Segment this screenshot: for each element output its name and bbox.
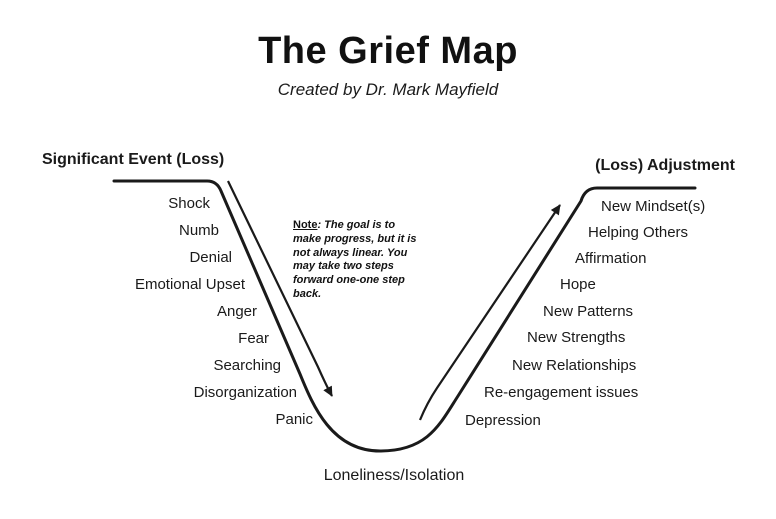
ascent-label-new-mindsets: New Mindset(s) [601, 198, 706, 215]
descent-label-disorganization: Disorganization [193, 384, 297, 401]
bottom-label-loneliness-isolation: Loneliness/Isolation [323, 467, 465, 484]
note-text: : The goal is to make progress, but it i… [293, 219, 417, 300]
ascent-label-new-relationships: New Relationships [512, 357, 637, 374]
header: The Grief Map Created by Dr. Mark Mayfie… [0, 0, 776, 100]
note-label: Note [293, 219, 318, 231]
note-block: Note: The goal is to make progress, but … [293, 219, 423, 302]
descent-label-shock: Shock [168, 195, 210, 212]
descent-label-searching: Searching [213, 357, 281, 374]
loss-adjustment-heading: (Loss) Adjustment [595, 157, 735, 174]
page-title: The Grief Map [258, 30, 518, 72]
grief-curve-line [112, 179, 697, 453]
descent-label-denial: Denial [189, 249, 232, 266]
descent-label-anger: Anger [216, 303, 257, 320]
descent-label-emotional-upset: Emotional Upset [134, 276, 245, 293]
ascent-label-affirmation: Affirmation [575, 250, 647, 267]
ascent-label-new-patterns: New Patterns [543, 303, 634, 320]
ascent-arrow [418, 204, 561, 421]
page-subtitle: Created by Dr. Mark Mayfield [277, 80, 499, 99]
significant-event-heading: Significant Event (Loss) [42, 151, 225, 168]
ascent-label-helping-others: Helping Others [588, 224, 689, 241]
ascent-label-re-engagement-issues: Re-engagement issues [484, 384, 639, 401]
descent-arrow [227, 180, 333, 397]
descent-label-numb: Numb [178, 222, 219, 239]
ascent-label-depression: Depression [465, 412, 541, 429]
ascent-label-hope: Hope [560, 276, 596, 293]
descent-label-panic: Panic [275, 411, 313, 428]
ascent-label-new-strengths: New Strengths [527, 329, 626, 346]
descent-label-fear: Fear [238, 330, 269, 347]
